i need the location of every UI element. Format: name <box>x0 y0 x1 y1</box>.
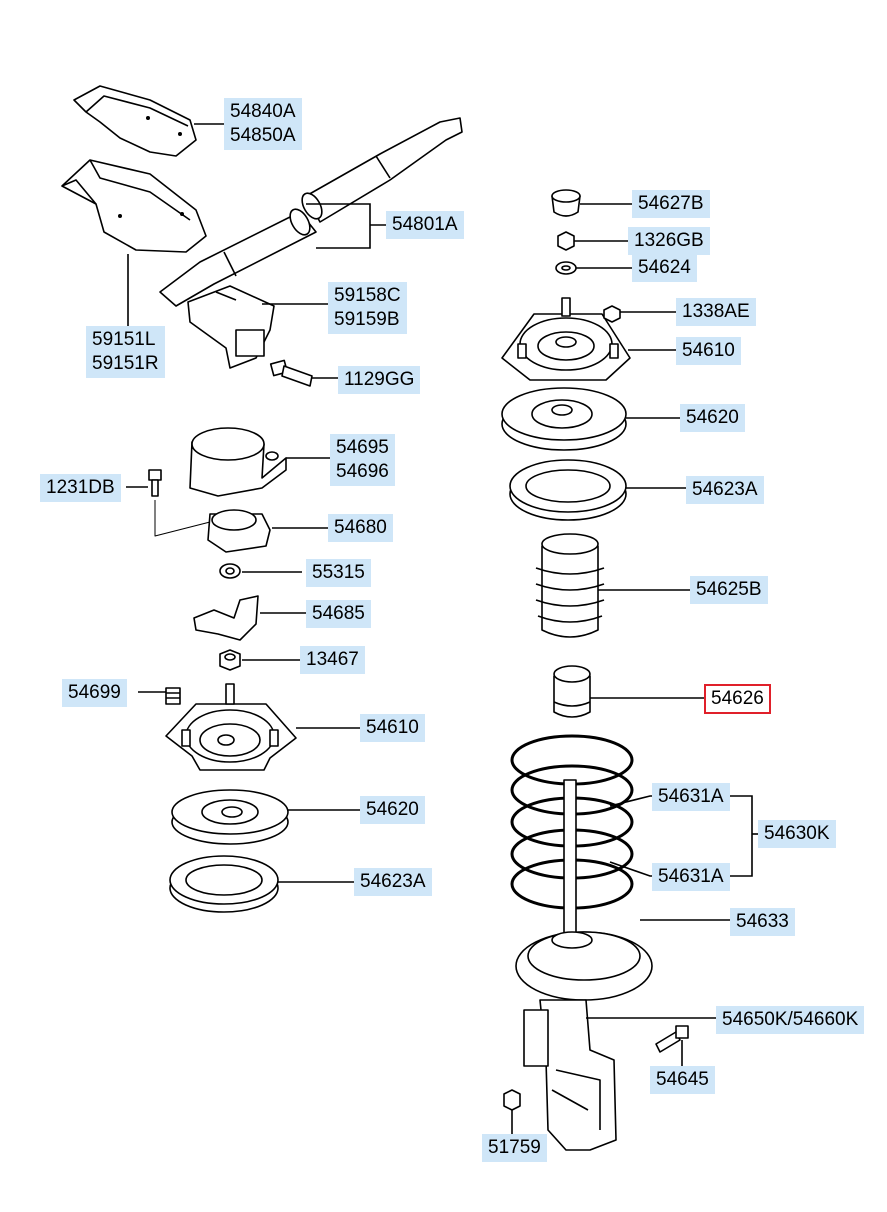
label-54695: 54695 <box>336 437 389 458</box>
washer-55315 <box>219 563 241 579</box>
label-54696: 54696 <box>336 461 389 482</box>
dust-boot-54625b <box>535 533 605 638</box>
bracket-59158c <box>187 285 275 369</box>
bearing-left <box>171 789 289 845</box>
label-54699: 54699 <box>62 679 127 707</box>
cap-54695 <box>189 427 287 497</box>
lower-seat-54633 <box>515 931 653 1001</box>
label-54680: 54680 <box>328 514 393 542</box>
label-55315: 55315 <box>306 559 371 587</box>
label-59151r: 59151R <box>92 353 159 374</box>
cover-plate-54840a <box>73 85 197 157</box>
strut-body-54650k <box>523 999 617 1151</box>
label-51759: 51759 <box>482 1134 547 1162</box>
label-54840a-54850a: 54840A 54850A <box>224 98 302 150</box>
cover-plate-59151l <box>61 159 207 253</box>
washer-54624 <box>555 261 577 275</box>
bearing-right <box>501 387 627 451</box>
leader-lines <box>126 123 760 1136</box>
label-54633: 54633 <box>730 908 795 936</box>
label-54627b: 54627B <box>632 190 710 218</box>
label-54840a: 54840A <box>230 101 296 122</box>
bolt-1129gg <box>269 359 313 387</box>
label-59151l-59151r: 59151L 59151R <box>86 326 165 378</box>
nut-51759 <box>503 1089 521 1111</box>
label-54620-left: 54620 <box>360 796 425 824</box>
nut-1326gb <box>557 231 575 251</box>
label-59151l: 59151L <box>92 329 156 350</box>
bolt-1231db <box>148 469 211 537</box>
label-54620-right: 54620 <box>680 404 745 432</box>
bolt-54645 <box>655 1025 689 1053</box>
label-59158c: 59158C <box>334 285 401 306</box>
label-54610-right: 54610 <box>676 337 741 365</box>
stabilizer-bar <box>159 117 463 307</box>
strut-mount-left <box>165 683 297 771</box>
bump-stop-54626 <box>553 665 591 718</box>
label-54610-left: 54610 <box>360 714 425 742</box>
bracket-54685 <box>193 595 259 641</box>
seat-left <box>169 855 279 913</box>
label-1231db: 1231DB <box>40 474 121 502</box>
label-54625b: 54625B <box>690 576 768 604</box>
label-54685: 54685 <box>306 600 371 628</box>
label-59158c-59159b: 59158C 59159B <box>328 282 407 334</box>
label-1326gb: 1326GB <box>628 227 710 255</box>
label-59159b: 59159B <box>334 309 400 330</box>
seat-right <box>509 459 627 521</box>
coil-spring-54630k <box>510 734 634 941</box>
label-54645: 54645 <box>650 1066 715 1094</box>
label-54630k: 54630K <box>758 820 836 848</box>
label-54624: 54624 <box>632 254 697 282</box>
strut-mount-right <box>501 297 631 381</box>
label-54695-54696: 54695 54696 <box>330 434 395 486</box>
label-54650k-54660k: 54650K/54660K <box>716 1006 865 1034</box>
label-54623a-right: 54623A <box>686 476 764 504</box>
label-54631a-top: 54631A <box>652 783 730 811</box>
label-54801a: 54801A <box>386 211 464 239</box>
label-54626-highlighted: 54626 <box>704 684 771 714</box>
nut-13467 <box>219 649 241 671</box>
mount-54680 <box>207 509 271 553</box>
label-1338ae: 1338AE <box>676 298 756 326</box>
label-54631a-bottom: 54631A <box>652 863 730 891</box>
cap-54627b <box>551 189 581 217</box>
label-54850a: 54850A <box>230 125 296 146</box>
label-1129gg: 1129GG <box>338 366 421 394</box>
bolt-54699 <box>165 687 181 705</box>
label-54623a-left: 54623A <box>354 868 432 896</box>
label-13467: 13467 <box>300 646 365 674</box>
